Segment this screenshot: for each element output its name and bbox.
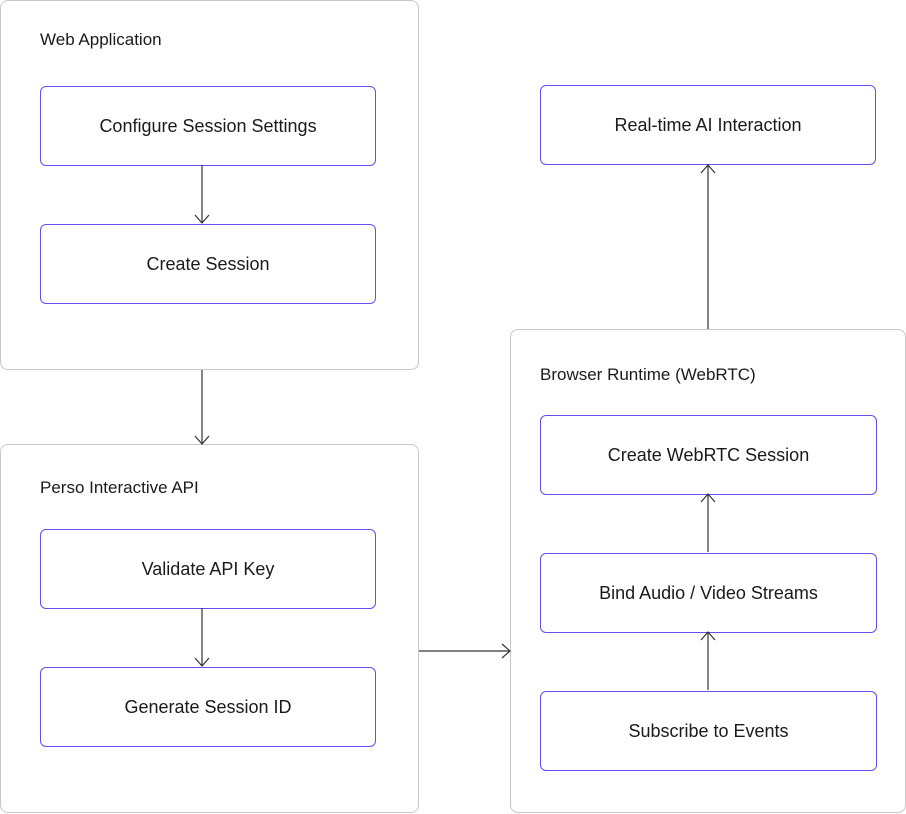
node-bind-audio-video-streams: Bind Audio / Video Streams xyxy=(540,553,877,633)
group-title-perso-interactive-api: Perso Interactive API xyxy=(40,478,199,497)
node-subscribe-to-events: Subscribe to Events xyxy=(540,691,877,771)
group-perso-interactive-api: Perso Interactive API Validate API Key G… xyxy=(0,444,419,813)
node-configure-session-settings: Configure Session Settings xyxy=(40,86,376,166)
group-title-browser-runtime: Browser Runtime (WebRTC) xyxy=(540,365,756,384)
node-create-session: Create Session xyxy=(40,224,376,304)
group-title-web-application: Web Application xyxy=(40,30,162,49)
node-generate-session-id: Generate Session ID xyxy=(40,667,376,747)
edge-perso-api-to-browser-runtime xyxy=(419,643,511,659)
node-create-webrtc-session: Create WebRTC Session xyxy=(540,415,877,495)
edge-browser-runtime-to-realtime-ai xyxy=(700,164,716,329)
node-validate-api-key: Validate API Key xyxy=(40,529,376,609)
group-browser-runtime: Browser Runtime (WebRTC) Create WebRTC S… xyxy=(510,329,906,813)
group-web-application: Web Application Configure Session Settin… xyxy=(0,0,419,370)
edge-web-app-to-perso-api xyxy=(194,370,210,445)
node-realtime-ai-interaction: Real-time AI Interaction xyxy=(540,85,876,165)
